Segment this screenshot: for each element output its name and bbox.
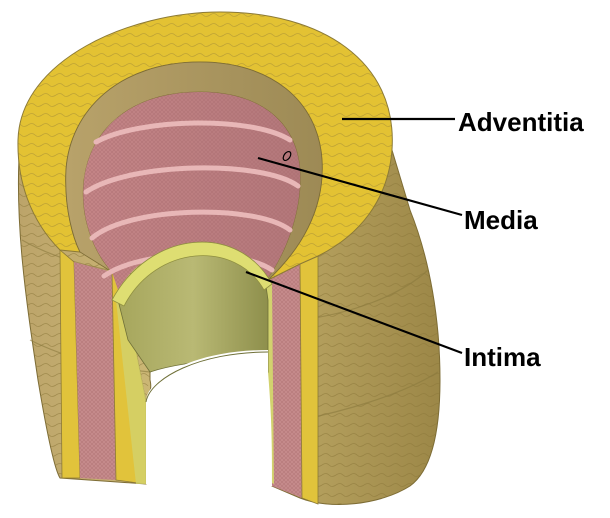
label-adventitia: Adventitia bbox=[458, 109, 584, 135]
label-media: Media bbox=[464, 207, 538, 233]
lumen-opening bbox=[146, 350, 272, 486]
label-intima: Intima bbox=[464, 344, 541, 370]
